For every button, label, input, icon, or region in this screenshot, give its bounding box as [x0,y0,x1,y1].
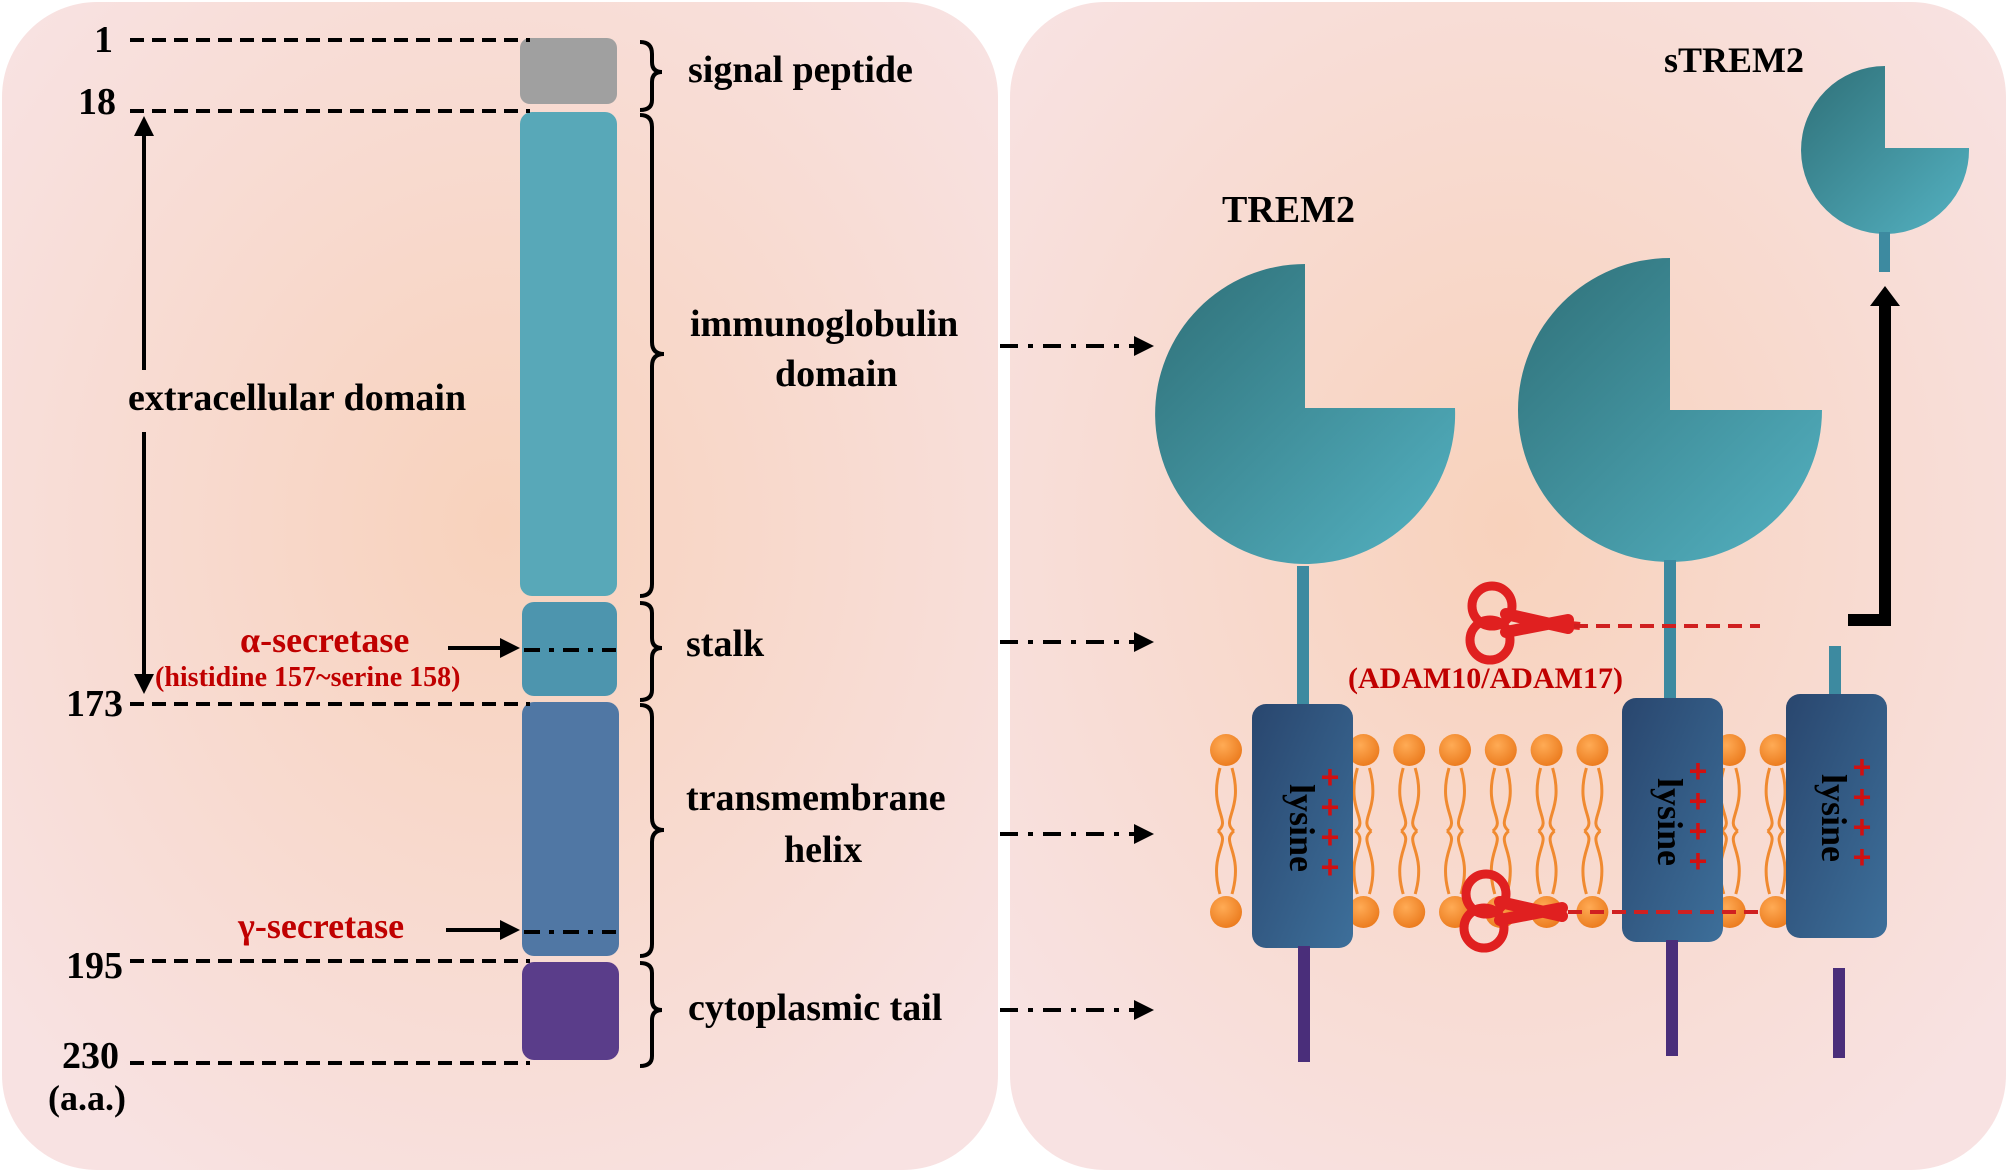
tm-helix-2 [1622,698,1723,942]
positive-charge: + [1689,783,1708,819]
stalk-1 [1297,566,1309,706]
strem2-release-arrow [1848,306,1891,626]
strem2-stalk [1879,232,1890,272]
lysine-residues: lysine++++lysine++++lysine++++ [1282,749,1871,885]
strem2-arrow-head [1870,286,1900,306]
positive-charge: + [1321,759,1340,795]
cytoplasmic-tail-label: cytoplasmic tail [688,987,942,1029]
positive-charge: + [1689,813,1708,849]
ig-domain-label-line1: immunoglobulin [690,303,958,345]
left-panel [2,2,998,1170]
cyto-tail-1 [1298,946,1310,1062]
residue-230: 230 [62,1035,119,1077]
ig-domain-shape-2 [1518,258,1822,562]
stalk-2 [1664,560,1676,700]
positive-charge: + [1853,839,1872,875]
lipid-head [1530,734,1563,766]
positive-charge: + [1321,789,1340,825]
trem2-intact [1155,264,1456,1062]
brace-transmembrane [639,703,665,958]
positive-charge: + [1689,753,1708,789]
lipid-tail [1764,767,1787,895]
residue-195: 195 [66,945,123,987]
cyto-tail-2 [1666,940,1678,1056]
brace-ig-domain [639,113,665,598]
lysine-label: lysine [1650,778,1690,866]
brace-cytoplasmic [639,961,663,1068]
strem2-soluble [1801,66,1970,272]
gamma-scissors [1459,869,1568,953]
lipid-head [1210,734,1242,766]
positive-charge: + [1689,843,1708,879]
trem2-cleaving [1518,258,1822,1056]
ig-domain-label-line2: domain [775,353,897,395]
lipid-head [1576,734,1609,766]
lipid-head [1439,734,1471,766]
positive-charge: + [1853,749,1872,785]
residue-18: 18 [78,81,116,123]
extracellular-domain-label: extracellular domain [128,377,466,419]
stalk-label: stalk [686,623,765,665]
brace-stalk [639,601,663,702]
lipid-head [1210,896,1242,928]
positive-charge: + [1853,809,1872,845]
lipid-head [1393,896,1426,928]
transmembrane-label-line2: helix [784,829,862,871]
positive-charge: + [1321,849,1340,885]
brace-signal-peptide [639,40,663,112]
lipid-tail [1444,767,1466,895]
lipid-tail [1535,767,1558,895]
tm-helix-3 [1786,694,1887,938]
tm-helix-1 [1252,704,1353,948]
adam-enzyme-label: (ADAM10/ADAM17) [1348,662,1623,695]
lipid-tail [1398,767,1421,895]
ig-domain-segment [520,112,617,596]
cytoplasmic-segment [522,962,619,1060]
lipid-tail [1718,767,1741,895]
transmembrane-segment [522,702,619,956]
adam-scissors [1465,581,1581,665]
lysine-label: lysine [1814,774,1854,862]
lipid-head [1759,734,1792,766]
residue-unit: (a.a.) [48,1078,126,1118]
transmembrane-label-line1: transmembrane [686,777,946,819]
strem2-title: sTREM2 [1664,40,1804,80]
ig-domain-shape-1 [1155,264,1456,564]
positive-charge: + [1321,819,1340,855]
alpha-secretase-label: α-secretase [240,620,409,660]
stalk-stub-3 [1829,646,1841,702]
lipid-tail [1489,767,1512,895]
lipid-tail [1581,767,1604,895]
trem2-ctf [1786,646,1887,1058]
lipid-head [1759,896,1792,928]
lysine-label: lysine [1282,784,1322,872]
gamma-secretase-label: γ-secretase [237,906,404,946]
cyto-tail-3 [1833,968,1845,1058]
signal-peptide-label: signal peptide [688,49,913,91]
lipid-tail [1215,767,1237,895]
lipid-head [1347,734,1380,766]
residue-173: 173 [66,683,123,725]
lipid-head [1347,896,1380,928]
trem2-title: TREM2 [1222,189,1355,231]
signal-peptide-segment [520,38,617,104]
lipid-tail [1352,767,1375,895]
strem2-ig-shape [1801,66,1970,234]
residue-1: 1 [94,19,113,61]
positive-charge: + [1853,779,1872,815]
lipid-head [1393,734,1426,766]
lipid-head [1484,734,1517,766]
alpha-cleavage-site-label: (histidine 157~serine 158) [155,662,460,693]
